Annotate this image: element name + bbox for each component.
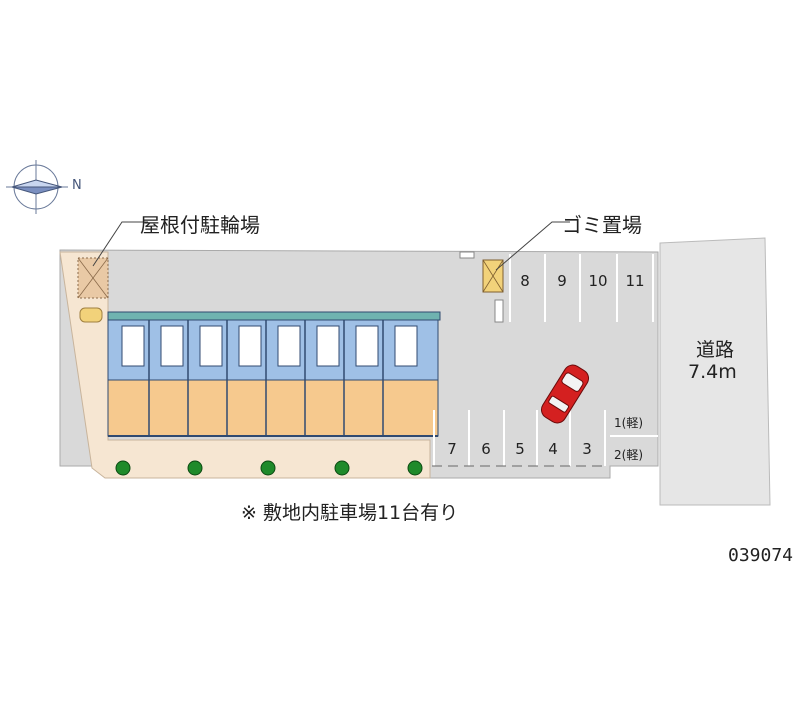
stall-number: 7 xyxy=(447,440,457,458)
stall-number: 5 xyxy=(515,440,525,458)
stall-number: 10 xyxy=(588,272,608,290)
kei-stall-label: 1(軽) xyxy=(614,416,643,430)
garbage-post xyxy=(494,299,504,323)
utility-box xyxy=(79,307,103,323)
stall-number: 3 xyxy=(582,440,592,458)
bicycle-parking-label: 屋根付駐輪場 xyxy=(140,213,260,237)
compass-north-label: N xyxy=(72,178,82,193)
apartment-building xyxy=(107,311,441,437)
road-label: 道路 xyxy=(696,339,735,361)
upper-parking-stalls xyxy=(509,254,654,322)
parking-note: ※ 敷地内駐車場11台有り xyxy=(241,502,459,524)
compass-icon xyxy=(6,160,68,214)
stall-number: 11 xyxy=(625,272,645,290)
garbage-leader-line xyxy=(495,221,570,271)
garbage-area-label: ゴミ置場 xyxy=(562,213,642,237)
lower-parking-stalls xyxy=(433,410,658,466)
stall-number: 9 xyxy=(557,272,567,290)
stall-number: 6 xyxy=(481,440,491,458)
bike-leader-line xyxy=(92,221,148,267)
mailbox xyxy=(459,251,475,259)
stall-number: 8 xyxy=(520,272,530,290)
road-area xyxy=(659,237,771,506)
trees xyxy=(115,460,423,476)
property-code: 039074 xyxy=(728,545,794,566)
kei-stall-label: 2(軽) xyxy=(614,448,643,462)
stall-number: 4 xyxy=(548,440,558,458)
car-icon xyxy=(540,364,590,424)
road-width-label: 7.4m xyxy=(688,361,737,383)
